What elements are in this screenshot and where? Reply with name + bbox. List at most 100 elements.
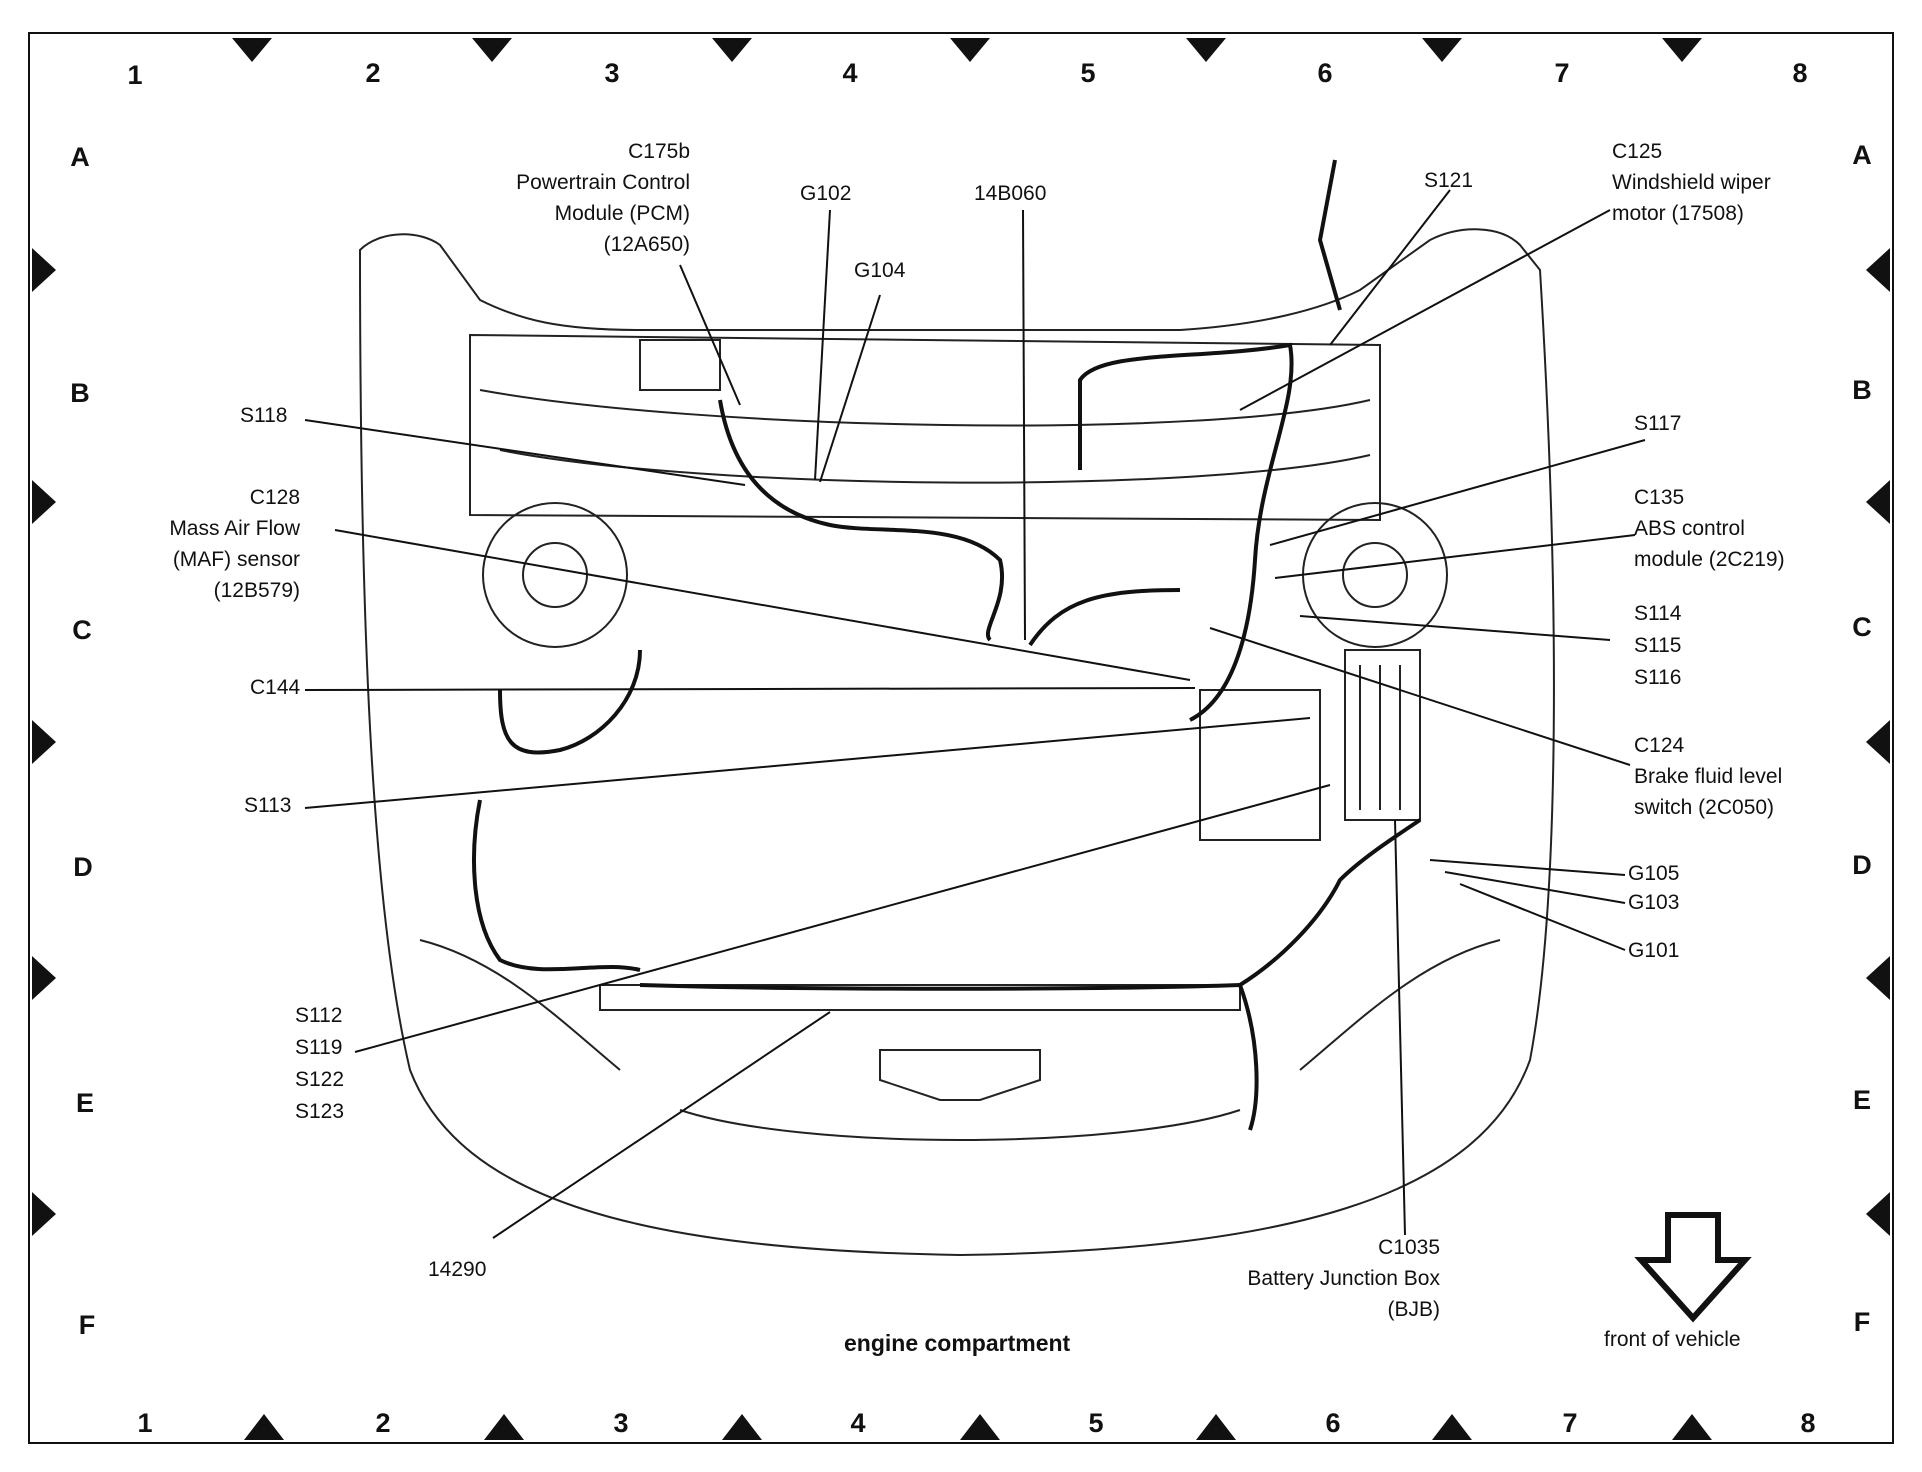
marker-right <box>1866 248 1890 292</box>
radiator-support <box>599 984 1241 1011</box>
right-strut-center <box>1342 542 1408 608</box>
label-g102: G102 <box>800 178 851 209</box>
leader-c125 <box>1239 209 1611 411</box>
harness-wiper <box>1317 159 1342 311</box>
marker-left <box>32 248 56 292</box>
row-label-left: B <box>70 378 90 408</box>
label-line: S118 <box>240 404 288 427</box>
marker-bottom <box>722 1414 762 1440</box>
front-grille <box>679 1109 1241 1141</box>
label-line: (MAF) sensor <box>172 548 300 571</box>
marker-bottom <box>244 1414 284 1440</box>
grille-emblem-area <box>879 1049 1041 1101</box>
row-label-right: D <box>1852 850 1872 880</box>
label-line: motor (17508) <box>1612 202 1744 225</box>
column-label-bottom: 2 <box>375 1408 391 1438</box>
label-c175b-pcm: C175b Powertrain Control Module (PCM) (1… <box>480 136 690 260</box>
label-line: 14290 <box>428 1258 487 1281</box>
label-line: S115 <box>1634 634 1682 657</box>
row-label-left: A <box>70 142 90 172</box>
leader-s114 <box>1299 615 1611 641</box>
column-label-top: 1 <box>127 60 143 90</box>
column-label-bottom: 6 <box>1325 1408 1341 1438</box>
label-line: (12A650) <box>603 233 690 256</box>
leader-14b060 <box>1022 209 1026 641</box>
column-label-top: 6 <box>1317 58 1333 88</box>
left-headlamp <box>419 939 621 1071</box>
column-label-top: 3 <box>604 58 620 88</box>
row-label-left: E <box>75 1088 94 1118</box>
label-g103: G103 <box>1628 887 1679 918</box>
marker-left <box>32 956 56 1000</box>
label-s121: S121 <box>1424 165 1473 196</box>
label-line: C175b <box>628 140 690 163</box>
label-s112-s119-s122-s123: S112 S119 S122 S123 <box>295 1000 344 1128</box>
label-14290: 14290 <box>428 1254 486 1285</box>
label-line: S123 <box>295 1100 345 1123</box>
marker-top <box>950 38 990 62</box>
diagram-frame <box>28 32 1894 1444</box>
row-label-right: F <box>1853 1307 1871 1337</box>
label-line: S114 <box>1634 602 1682 625</box>
label-line: C125 <box>1612 140 1663 163</box>
marker-right <box>1866 1192 1890 1236</box>
label-s113: S113 <box>244 790 292 821</box>
leader-c124 <box>1209 627 1631 766</box>
marker-top <box>232 38 272 62</box>
label-line: ABS control <box>1634 517 1745 540</box>
leader-c1035 <box>1394 819 1406 1236</box>
leader-g101 <box>1459 883 1626 951</box>
leader-c175b <box>679 264 741 406</box>
label-line: C124 <box>1634 734 1685 757</box>
label-g105: G105 <box>1628 858 1679 889</box>
label-c144: C144 <box>250 672 300 703</box>
column-label-top: 5 <box>1080 58 1096 88</box>
column-label-top: 7 <box>1554 58 1570 88</box>
label-line: C128 <box>249 486 300 509</box>
windshield-edge <box>479 389 1371 427</box>
leader-14290 <box>492 1011 831 1239</box>
harness-center <box>1028 588 1181 647</box>
battery-junction-box <box>1344 649 1421 821</box>
label-line: G105 <box>1628 862 1680 885</box>
harness-left-fender <box>498 649 642 755</box>
grid-markers <box>32 38 1890 1440</box>
marker-bottom <box>1432 1414 1472 1440</box>
cowl-screen <box>499 449 1371 484</box>
abs-module-area <box>1199 689 1321 841</box>
label-line: Brake fluid level <box>1634 765 1783 788</box>
label-line: S117 <box>1634 412 1682 435</box>
row-label-right: B <box>1852 375 1872 405</box>
label-line: C1035 <box>1378 1236 1440 1259</box>
label-14b060: 14B060 <box>974 178 1046 209</box>
marker-top <box>1422 38 1462 62</box>
left-strut-center <box>522 542 588 608</box>
coolant-reservoir <box>639 339 721 391</box>
column-label-bottom: 8 <box>1800 1408 1816 1438</box>
wiring-harness <box>472 159 1422 1131</box>
leader-g102 <box>814 209 831 481</box>
label-c128-maf-sensor: C128 Mass Air Flow (MAF) sensor (12B579) <box>120 482 300 606</box>
harness-right-front <box>1238 818 1422 987</box>
row-label-left: C <box>72 615 92 645</box>
engine-compartment-drawing <box>358 228 1555 1257</box>
column-label-bottom: 3 <box>613 1408 629 1438</box>
marker-right <box>1866 956 1890 1000</box>
label-c1035-bjb: C1035 Battery Junction Box (BJB) <box>1200 1232 1440 1325</box>
harness-front-14290 <box>639 983 1241 991</box>
row-label-left: F <box>78 1310 96 1340</box>
row-label-left: D <box>73 852 93 882</box>
front-of-vehicle-label: front of vehicle <box>1604 1328 1741 1351</box>
label-g104: G104 <box>854 255 905 286</box>
column-label-bottom: 4 <box>850 1408 866 1438</box>
leader-g104 <box>819 294 881 483</box>
marker-left <box>32 1192 56 1236</box>
marker-bottom <box>1196 1414 1236 1440</box>
label-line: 14B060 <box>974 182 1047 205</box>
leader-c128 <box>334 529 1191 681</box>
label-line: Battery Junction Box <box>1247 1267 1440 1290</box>
column-label-top: 2 <box>365 58 381 88</box>
label-line: G101 <box>1628 939 1680 962</box>
